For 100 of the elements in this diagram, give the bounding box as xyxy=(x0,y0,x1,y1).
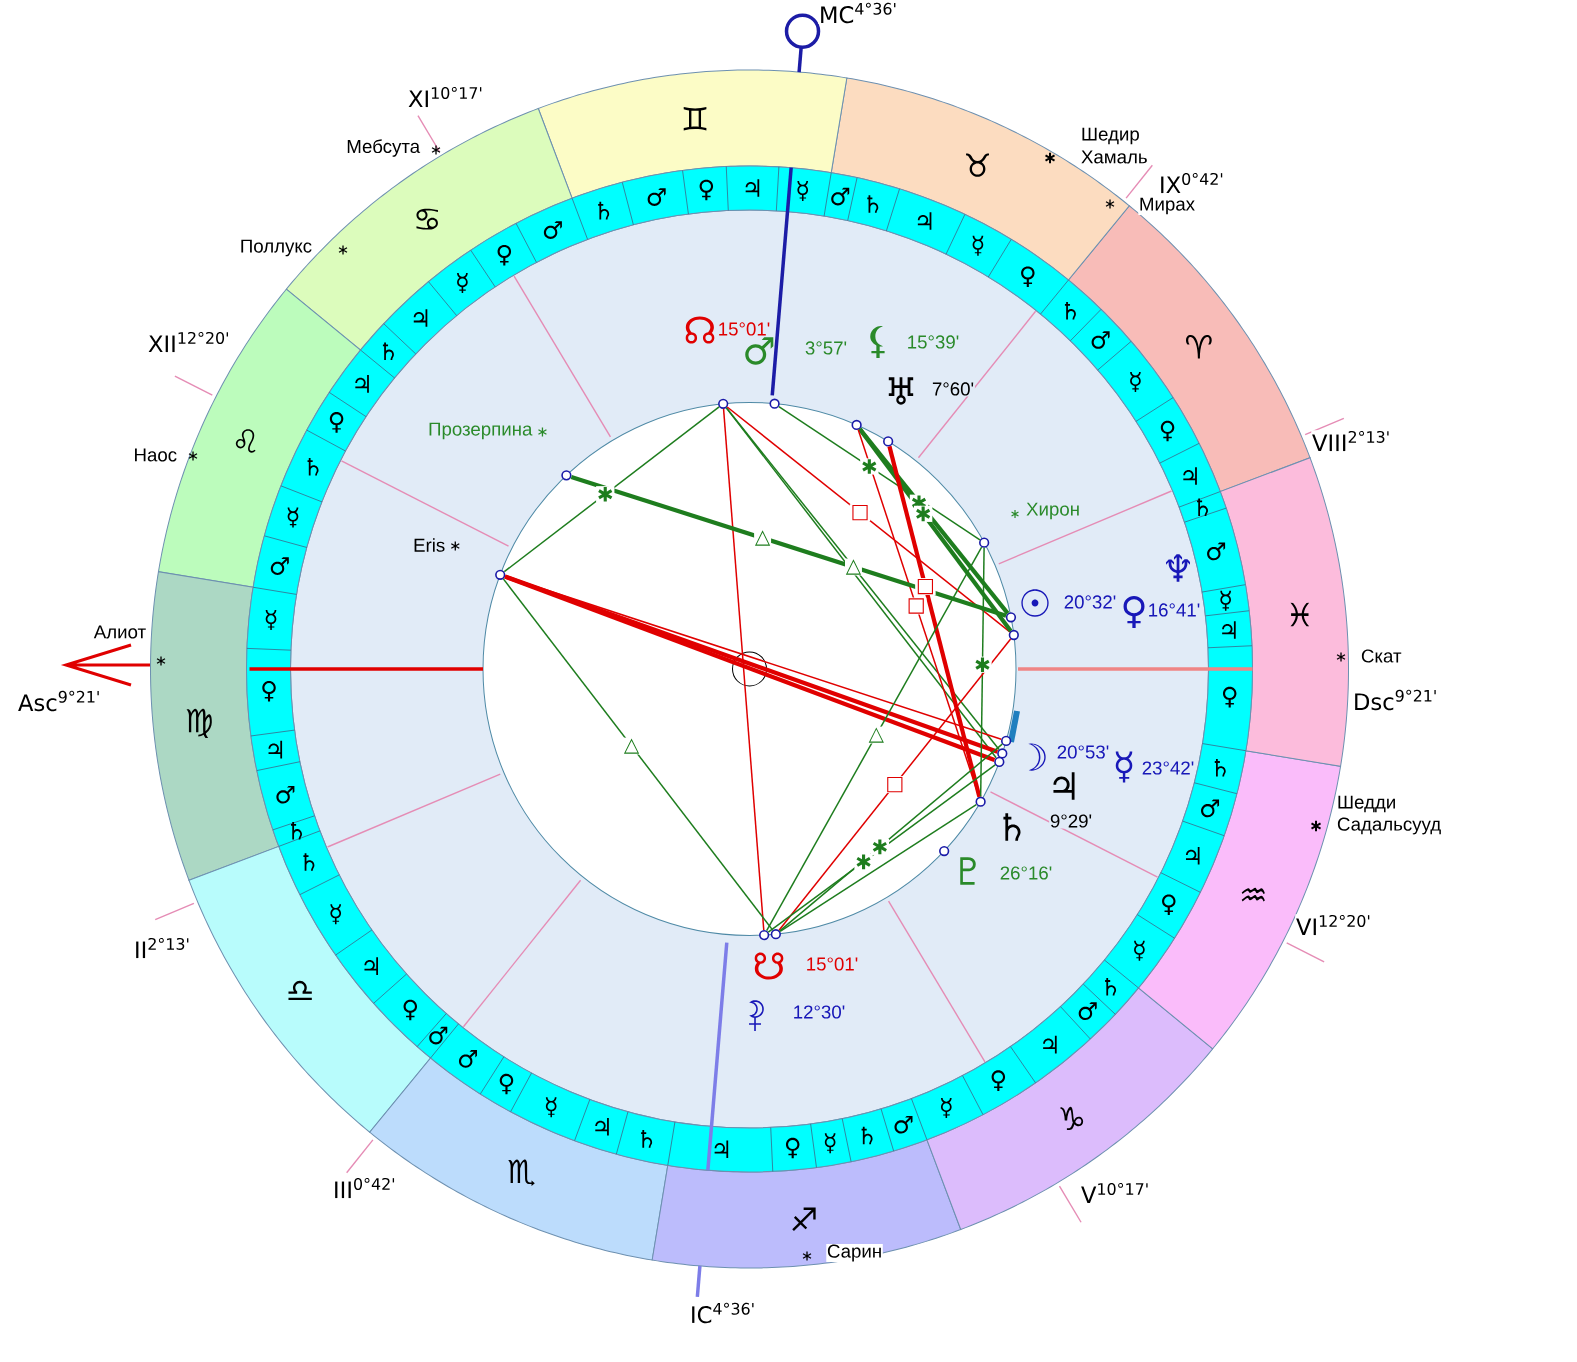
planet-symbol: ♂ xyxy=(1207,542,1226,561)
planet-symbol: ♀ xyxy=(1123,596,1145,628)
planet-symbol: ♄ xyxy=(382,342,394,360)
planet-symbol: ♄ xyxy=(641,1130,653,1148)
house-cusp-label: V$^{10°17'}$ xyxy=(1080,1182,1151,1204)
point-marker xyxy=(975,796,986,807)
aspect-line xyxy=(778,638,1012,931)
body-name: Eris xyxy=(412,537,446,553)
aspect-line xyxy=(502,578,774,931)
aspect-line xyxy=(726,406,1011,633)
point-marker xyxy=(759,929,770,941)
zodiac-symbol: ♈ xyxy=(1185,335,1212,359)
planet-symbol: ♂ xyxy=(1091,331,1110,349)
planet-symbol: ☿ xyxy=(1220,590,1231,611)
planet-symbol: ♀ xyxy=(1162,894,1176,916)
planet-symbol: ☿ xyxy=(972,235,984,256)
point-marker xyxy=(495,569,506,580)
zodiac-symbol: ♏ xyxy=(508,1159,535,1186)
planet-symbol: ♄ xyxy=(303,853,315,871)
zodiac-symbol: ♊ xyxy=(683,107,707,131)
planet-symbol: ☽ xyxy=(1028,743,1046,771)
planet-symbol: ♂ xyxy=(647,188,666,206)
planet-symbol: ⚸ xyxy=(870,326,885,359)
house-cusp-label: IC$^{4°36'}$ xyxy=(689,1302,757,1324)
zodiac-symbol: ♒ xyxy=(1241,887,1265,902)
house-cusp-label: III$^{0°42'}$ xyxy=(332,1177,397,1199)
planet-symbol: ♀ xyxy=(699,179,714,201)
house-cusp-label: II$^{2°13'}$ xyxy=(133,937,192,959)
planet-symbol: ☿ xyxy=(287,507,299,528)
house-cusp-label: Dsc$^{9°21'}$ xyxy=(1352,689,1439,711)
planet-symbol: ♆ xyxy=(1166,554,1190,582)
planet-symbol: ♃ xyxy=(355,375,369,393)
point-marker xyxy=(883,436,894,447)
star-name: Мирах xyxy=(1138,196,1196,215)
planet-symbol: ♄ xyxy=(1105,978,1117,996)
planet-symbol: ☿ xyxy=(457,273,468,294)
aspect-line xyxy=(778,405,981,541)
house-cusp-label: Asc$^{9°21'}$ xyxy=(17,690,102,712)
zodiac-symbol: ♉ xyxy=(966,153,989,177)
zodiac-symbol: ♋ xyxy=(416,208,438,230)
planet-symbol: ☿ xyxy=(1115,751,1133,783)
planet-symbol: ☊ xyxy=(685,316,715,344)
zodiac-symbol: ♍ xyxy=(186,708,212,738)
point-marker xyxy=(979,537,990,548)
aspect-line xyxy=(979,547,985,798)
planet-symbol: ♃ xyxy=(917,212,932,230)
house-cusp-label: VI$^{12°20'}$ xyxy=(1295,914,1373,936)
star-name: Алиот xyxy=(93,624,147,640)
planet-symbol: ♂ xyxy=(745,337,774,365)
zodiac-symbol: ♌ xyxy=(235,429,256,453)
point-marker xyxy=(770,929,781,940)
point-marker xyxy=(851,419,862,431)
planet-symbol: ♀ xyxy=(785,1137,800,1159)
star-name: Шедир xyxy=(1080,126,1141,145)
point-marker xyxy=(997,748,1008,759)
house-cusp-label: MC$^{4°36'}$ xyxy=(818,2,899,24)
planet-symbol: ♄ xyxy=(291,821,302,840)
star-name: Садальсууд xyxy=(1336,816,1442,836)
point-marker xyxy=(769,398,780,409)
planet-symbol: ♃ xyxy=(1186,847,1200,865)
planet-symbol: ♃ xyxy=(1043,1035,1057,1054)
aspect-line xyxy=(767,764,996,933)
planet-symbol: ♀ xyxy=(1160,420,1175,442)
house-cusp-label: XI$^{10°17'}$ xyxy=(407,86,485,108)
zodiac-symbol: ♎ xyxy=(288,980,312,1001)
planet-symbol: ♀ xyxy=(1021,266,1035,287)
point-marker xyxy=(994,756,1005,767)
planet-symbol: ☿ xyxy=(545,1097,557,1118)
aspect-line xyxy=(722,408,765,931)
planet-symbol: ♂ xyxy=(429,1026,448,1045)
planet-symbol: ♃ xyxy=(1222,621,1236,639)
aspect-line xyxy=(887,445,982,798)
planet-symbol: ♀ xyxy=(403,999,418,1021)
aspect-line xyxy=(779,803,978,933)
house-cusp-label: XII$^{12°20'}$ xyxy=(147,331,231,353)
planet-symbol: ♄ xyxy=(1214,759,1226,777)
aspect-line xyxy=(570,474,1007,618)
planet-symbol: ♅ xyxy=(888,377,914,405)
zodiac-symbol: ♐ xyxy=(792,1207,816,1231)
point-marker xyxy=(939,845,950,857)
planet-symbol: ☿ xyxy=(824,1133,836,1154)
planet-symbol: ♃ xyxy=(714,1140,729,1158)
planet-symbol: ☿ xyxy=(265,609,277,630)
planet-symbol: ☋ xyxy=(754,952,784,980)
planet-symbol: ♄ xyxy=(1003,813,1021,841)
planet-symbol: ♃ xyxy=(1183,467,1197,485)
planet-symbol: ♀ xyxy=(499,1073,514,1095)
star-name: Скат xyxy=(1360,648,1403,664)
planet-symbol: ♂ xyxy=(270,557,289,575)
planet-symbol: ♄ xyxy=(307,458,319,476)
planet-symbol: ♂ xyxy=(458,1050,477,1068)
star-name: Шедди xyxy=(1336,795,1397,813)
house-cusp-label: IX$^{0°42'}$ xyxy=(1158,172,1226,194)
point-marker xyxy=(1001,735,1012,746)
planet-symbol: ♄ xyxy=(598,201,610,220)
planet-symbol: ☿ xyxy=(941,1097,952,1118)
planet-symbol: ☿ xyxy=(1134,940,1145,961)
planet-symbol: ♂ xyxy=(543,221,562,239)
planet-symbol: ♀ xyxy=(497,244,512,266)
aspect-line xyxy=(765,546,983,932)
